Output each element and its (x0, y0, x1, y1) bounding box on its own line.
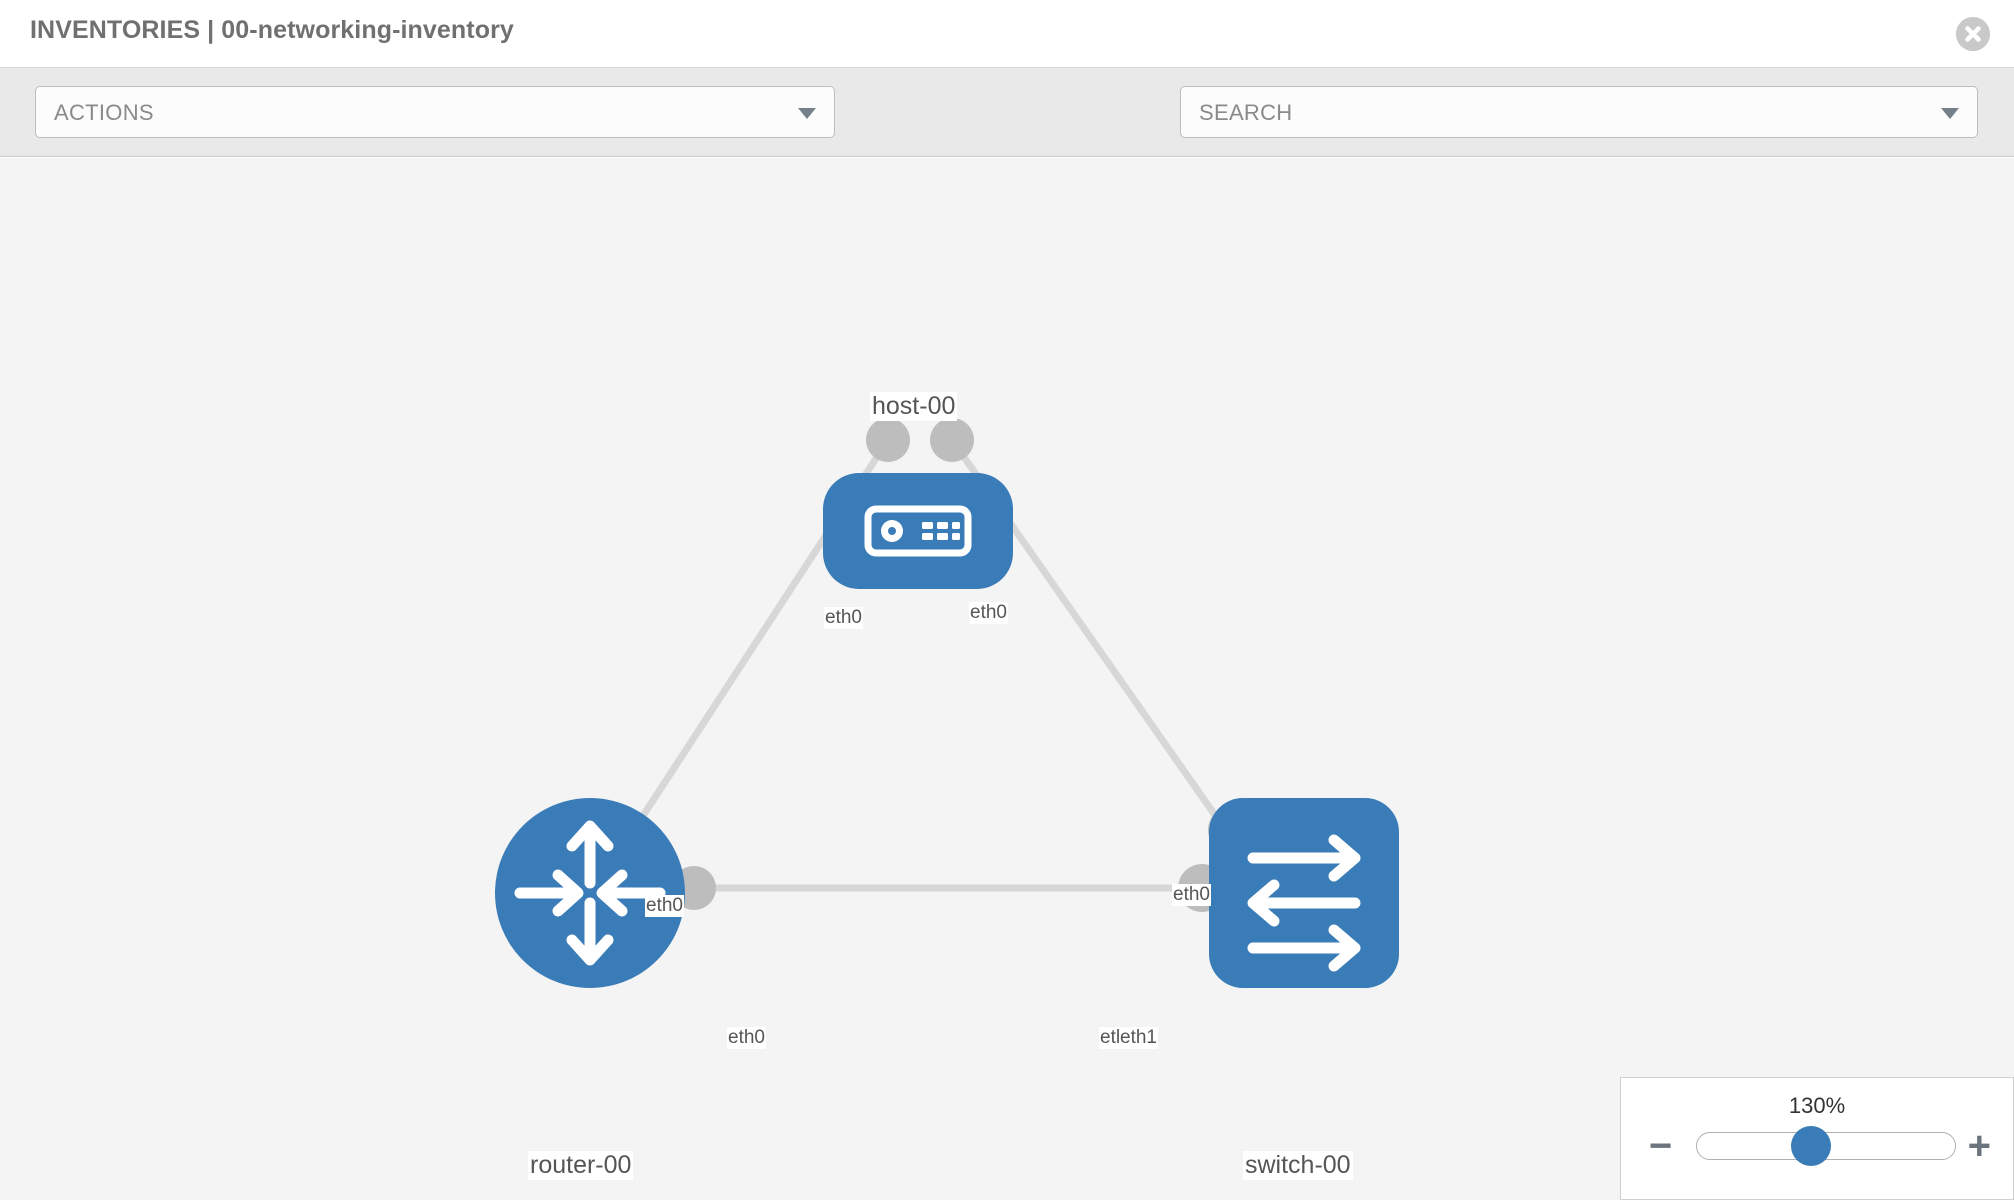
node-label-router-00: router-00 (528, 1151, 634, 1180)
edge-label-host-eth0-left: eth0 (824, 607, 863, 629)
search-placeholder: SEARCH (1199, 100, 1293, 125)
actions-dropdown-label: ACTIONS (54, 100, 154, 125)
node-label-switch-00: switch-00 (1243, 1151, 1353, 1180)
topology-canvas[interactable]: host-00 router-00 switch-00 eth0 eth0 et… (0, 158, 2014, 1200)
edge-label-host-eth0-right: eth0 (969, 602, 1008, 624)
edge-label-router-eth0-right: eth0 (727, 1027, 766, 1049)
port-host-right[interactable] (930, 418, 974, 462)
edge-label-router-eth0-up: eth0 (645, 895, 684, 917)
close-icon[interactable] (1956, 17, 1990, 51)
chevron-down-icon[interactable] (1941, 108, 1959, 119)
zoom-in-button[interactable]: + (1967, 1124, 1991, 1168)
node-switch-00[interactable] (1209, 798, 1399, 988)
zoom-slider-thumb[interactable] (1791, 1126, 1831, 1166)
search-input[interactable]: SEARCH (1180, 86, 1978, 138)
topology-graph (495, 418, 1399, 988)
node-host-00[interactable] (823, 473, 1013, 589)
port-host-left[interactable] (866, 418, 910, 462)
chevron-down-icon (798, 108, 816, 119)
edge-label-switch-eth1-left: eth1 (1119, 1027, 1158, 1049)
actions-dropdown[interactable]: ACTIONS (35, 86, 835, 138)
edge-label-switch-eth0-up: eth0 (1172, 884, 1211, 906)
toolbar: ACTIONS SEARCH (0, 68, 2014, 192)
zoom-out-button[interactable]: − (1649, 1124, 1673, 1168)
node-label-host-00: host-00 (870, 392, 958, 421)
page-title: INVENTORIES | 00-networking-inventory (30, 16, 514, 44)
zoom-control-panel: 130% − + (1620, 1077, 2014, 1200)
node-router-00[interactable] (495, 798, 685, 988)
zoom-level-value: 130% (1788, 1093, 1846, 1118)
page-header: INVENTORIES | 00-networking-inventory (0, 0, 2014, 68)
